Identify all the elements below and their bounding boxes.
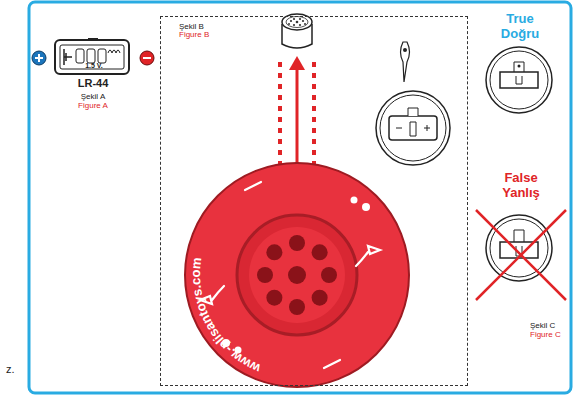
speaker-disc: www.-plisantoys.com	[185, 163, 409, 387]
figure-caption: Şekil B	[179, 23, 467, 31]
small-speaker	[282, 14, 312, 48]
true-heading: True	[506, 12, 533, 26]
insertion-arrow	[280, 56, 314, 175]
correct-icon	[486, 47, 552, 113]
figure-caption: Figure B	[179, 31, 467, 39]
figure-caption: Figure A	[78, 102, 108, 110]
website-text: www.-plisantoys.com	[188, 257, 263, 377]
dashed-region: Şekil BFigure B	[160, 16, 468, 386]
battery-type: LR-44	[78, 78, 109, 90]
clip-icon	[401, 42, 410, 82]
figure-caption: Figure C	[530, 331, 561, 339]
cut-text: z.	[6, 364, 15, 376]
false-heading: Yanlış	[500, 186, 542, 200]
figure-caption: Şekil A	[81, 93, 105, 101]
battery-holder-icon	[376, 91, 450, 165]
figure-caption: Şekil C	[530, 322, 555, 330]
battery	[32, 38, 154, 74]
wrong-icon	[476, 210, 566, 300]
false-heading: False	[502, 171, 539, 185]
voltage-label: 1.5 V.	[85, 62, 103, 69]
frame	[29, 2, 571, 393]
true-heading: Doğru	[501, 27, 539, 41]
